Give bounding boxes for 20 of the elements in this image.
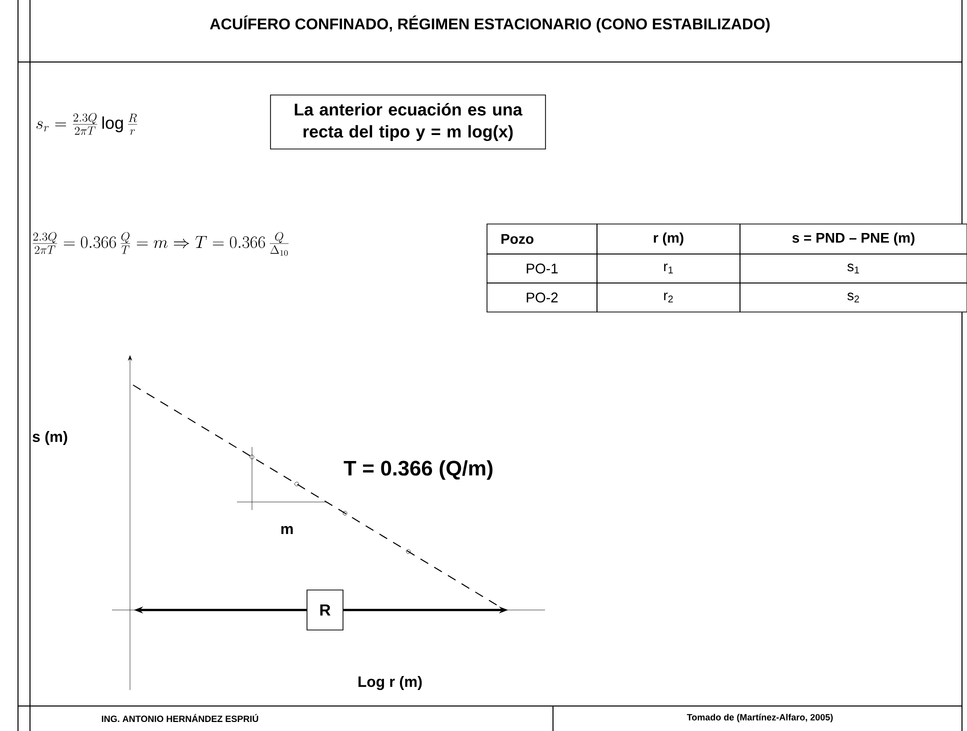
footer-text: Tomado de (Martínez-Alfaro, 2005): [686, 714, 833, 722]
axis-label: Log r (m): [358, 676, 422, 690]
formula: $\frac{2.3Q}{2\pi T} = 0.366\,\frac{Q}{T} = m \Rightarrow T = 0.366\,\frac{Q}{\Delta_{10}}$: [32, 232, 289, 256]
axis-label: s (m): [32, 431, 68, 445]
table-cell: PO-2: [486, 282, 598, 312]
table-cell: PO-1: [486, 254, 598, 284]
table-cell: s = PND – PNE (m): [740, 224, 967, 254]
axis-label: T = 0.366 (Q/m): [344, 460, 492, 480]
axis-label: m: [281, 526, 293, 534]
table-cell: Pozo: [486, 224, 598, 254]
table-cell: r$_{1}$: [596, 254, 740, 284]
table-cell: r$_{2}$: [596, 282, 740, 312]
title: ACUÍFERO CONFINADO, RÉGIMEN ESTACIONARIO (CONO ESTABILIZADO): [210, 16, 770, 32]
text-box: R: [306, 590, 344, 630]
text-box: La anterior ecuación es una recta del tipo y = m log(x): [270, 94, 546, 150]
footer-text: ING. ANTONIO HERNÁNDEZ ESPRIÚ: [102, 714, 258, 722]
table-cell: r (m): [596, 224, 740, 254]
formula: $s_r = \frac{2.3Q}{2\pi T}\log\frac{R}{r}$: [36, 113, 138, 135]
table-cell: s$_{2}$: [740, 282, 967, 312]
table-cell: s$_{1}$: [740, 254, 967, 284]
